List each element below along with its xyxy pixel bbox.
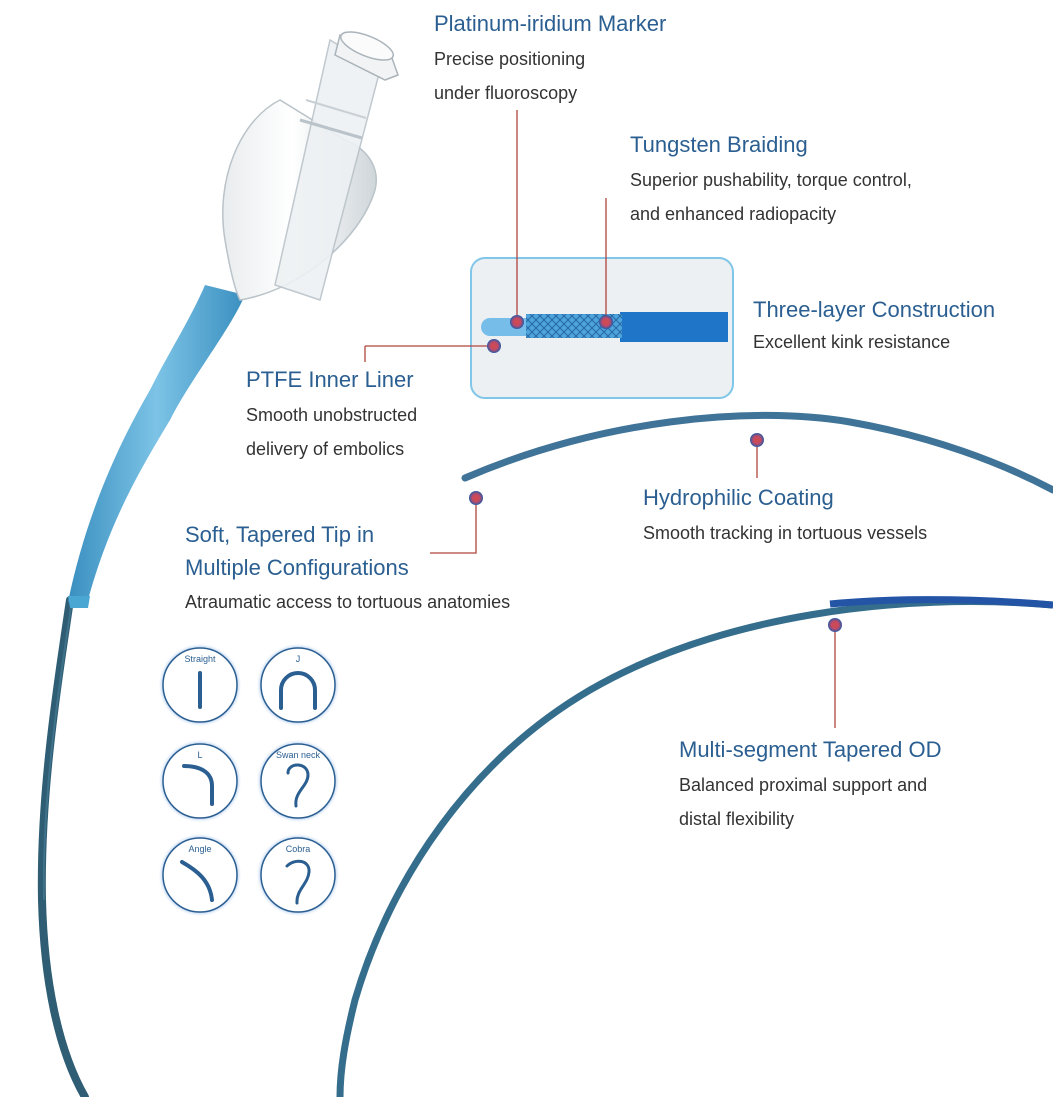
- feature-description: Smooth tracking in tortuous vessels: [643, 523, 928, 543]
- feature-title: Soft, Tapered Tip in Multiple Configurat…: [185, 522, 409, 580]
- feature-multi-segment-tapered-od: Multi-segment Tapered OD Balanced proxim…: [679, 736, 942, 836]
- tip-shape-swan-neck: Swan neck: [256, 739, 340, 823]
- leader-lines: [364, 110, 836, 728]
- feature-three-layer-construction: Three-layer Construction Excellent kink …: [753, 296, 995, 356]
- tip-label-cobra: Cobra: [286, 844, 311, 854]
- feature-title: PTFE Inner Liner: [246, 367, 414, 392]
- feature-description: Excellent kink resistance: [753, 332, 951, 352]
- feature-platinum-marker: Platinum-iridium Marker Precise position…: [434, 10, 666, 110]
- catheter-shaft: [37, 596, 89, 1097]
- tapered-od-dot: [828, 618, 842, 632]
- tip-label-swan-neck: Swan neck: [276, 750, 321, 760]
- tip-shape-straight: Straight: [158, 643, 242, 727]
- tip-shape-l: L: [158, 739, 242, 823]
- ptfe-liner-dot: [487, 339, 501, 353]
- feature-hydrophilic-coating: Hydrophilic Coating Smooth tracking in t…: [643, 484, 927, 550]
- feature-description: Precise positioning under fluoroscopy: [434, 49, 586, 103]
- tapered-od-curve: [336, 598, 1053, 1097]
- feature-soft-tapered-tip: Soft, Tapered Tip in Multiple Configurat…: [185, 518, 510, 616]
- hydrophilic-dot: [750, 433, 764, 447]
- feature-title: Multi-segment Tapered OD: [679, 737, 942, 762]
- soft-tip-dot: [469, 491, 483, 505]
- tip-shape-angle: Angle: [158, 833, 242, 917]
- tip-label-j: J: [296, 654, 301, 664]
- feature-ptfe-inner-liner: PTFE Inner Liner Smooth unobstructed del…: [246, 366, 417, 466]
- tip-shape-j: J: [256, 643, 340, 727]
- platinum-marker-dot: [510, 315, 524, 329]
- construction-inset: [470, 257, 734, 399]
- luer-hub: [222, 31, 399, 301]
- tungsten-braid-dot: [599, 315, 613, 329]
- catheter-proximal-sheath: [68, 285, 245, 608]
- feature-tungsten-braiding: Tungsten Braiding Superior pushability, …: [630, 131, 912, 231]
- feature-description: Atraumatic access to tortuous anatomies: [185, 592, 511, 612]
- hydrophilic-coated-curve: [461, 411, 1053, 494]
- feature-title: Tungsten Braiding: [630, 132, 808, 157]
- feature-title: Platinum-iridium Marker: [434, 11, 667, 36]
- feature-description: Smooth unobstructed delivery of embolics: [246, 405, 418, 459]
- feature-description: Balanced proximal support and distal fle…: [679, 775, 928, 829]
- feature-description: Superior pushability, torque control, an…: [630, 170, 912, 224]
- feature-title: Hydrophilic Coating: [643, 485, 834, 510]
- tip-label-straight: Straight: [184, 654, 216, 664]
- feature-title: Three-layer Construction: [753, 297, 996, 322]
- tip-label-l: L: [197, 750, 202, 760]
- tip-shape-cobra: Cobra: [256, 833, 340, 917]
- tip-label-angle: Angle: [188, 844, 211, 854]
